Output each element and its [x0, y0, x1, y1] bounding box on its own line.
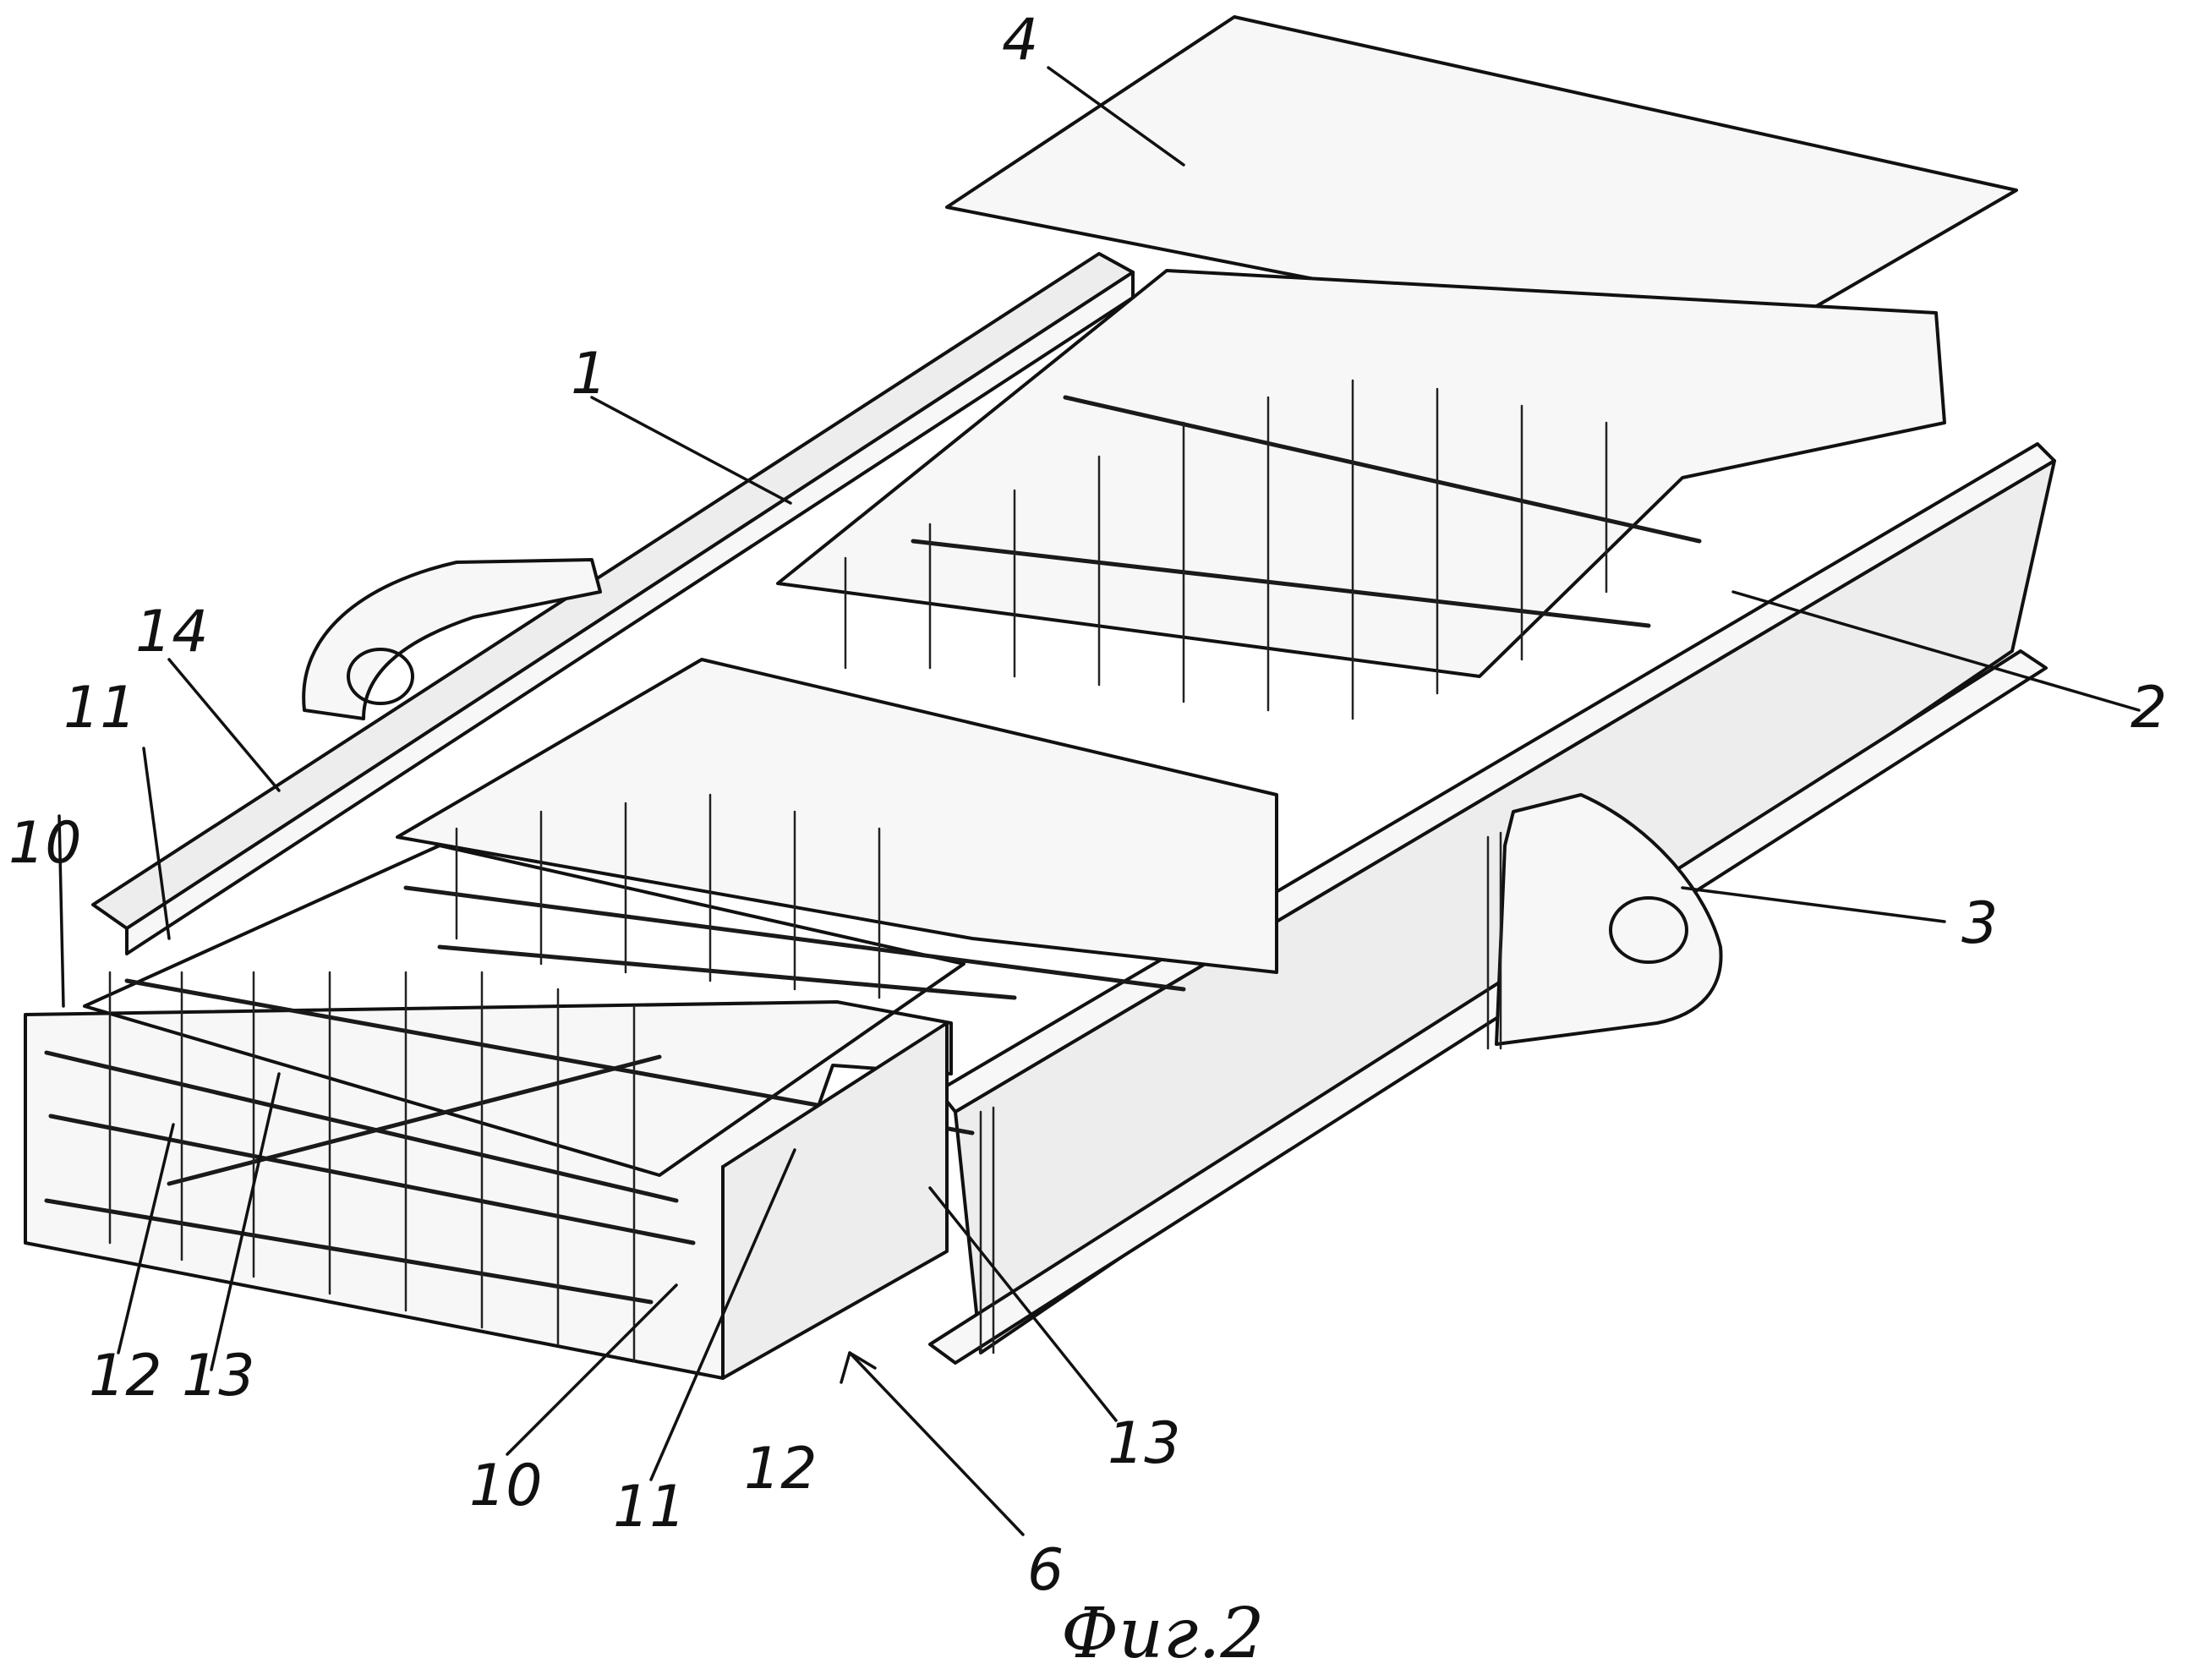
reinforcement-cage-rear	[776, 269, 1946, 720]
lifting-lug-3	[1486, 793, 1723, 1050]
callout-10-bottom: 10	[469, 1453, 543, 1519]
callout-13-right: 13	[1108, 1410, 1181, 1477]
callout-4: 4	[1002, 7, 1038, 74]
callout-12-left: 12	[89, 1343, 162, 1409]
left-lifting-lug	[302, 558, 602, 720]
callout-1: 1	[571, 341, 607, 408]
callout-11-bottom: 11	[613, 1474, 686, 1540]
callout-2: 2	[2131, 675, 2167, 741]
reinforcement-cage-middle	[396, 658, 1278, 1000]
callout-13-left: 13	[182, 1343, 255, 1409]
callout-12-bottom: 12	[744, 1436, 818, 1502]
callout-11-left: 11	[63, 675, 137, 741]
reinforcement-cage-front	[24, 844, 975, 1380]
callout-10-left: 10	[8, 810, 82, 877]
callout-14: 14	[135, 599, 209, 665]
callout-3: 3	[1961, 890, 1998, 957]
leader-lines	[57, 66, 2141, 1536]
callout-6: 6	[1027, 1537, 1064, 1604]
figure-caption: Фиг.2	[1061, 1594, 1265, 1674]
